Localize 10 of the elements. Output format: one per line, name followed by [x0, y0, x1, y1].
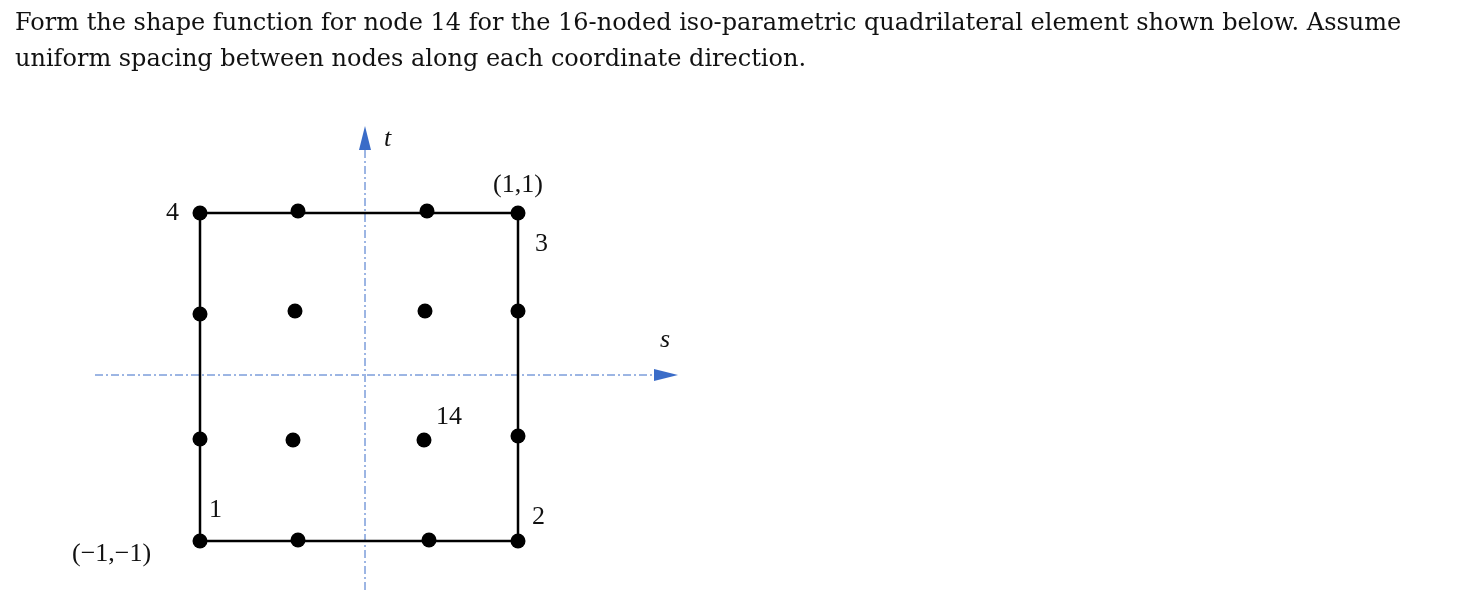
node-number: 14: [436, 402, 462, 430]
axis-label: s: [660, 325, 671, 353]
coordinate-label: (1,1): [493, 170, 543, 198]
node-number: 4: [166, 198, 179, 226]
coordinate-label: (−1,−1): [72, 539, 152, 567]
question-text: Form the shape function for node 14 for the 16-noded iso-parametric quadrilateral element shown below. Assume uniform spacing between nodes along each coordinate direction.: [15, 7, 1403, 74]
node-number: 2: [532, 502, 545, 530]
axis-label: t: [384, 124, 392, 152]
node-number: 3: [535, 229, 548, 257]
node-number: 1: [209, 495, 222, 523]
